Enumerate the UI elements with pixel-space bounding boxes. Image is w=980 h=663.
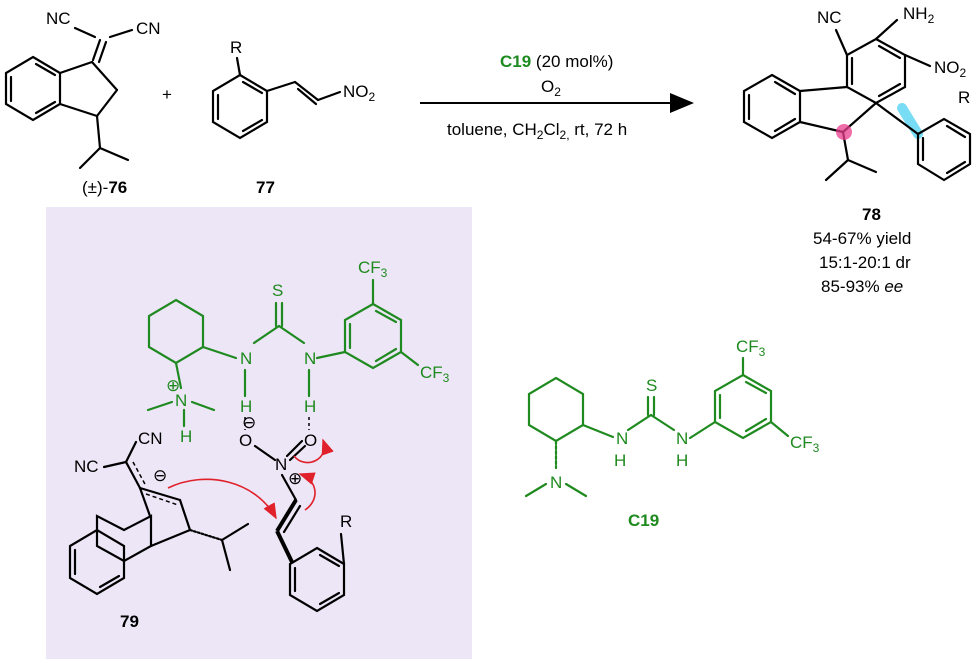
c19-nh-right-label: N <box>676 429 688 448</box>
reactant-77-structure: R NO2 <box>211 38 376 140</box>
c19-h-left-label: H <box>614 451 626 470</box>
c19-nh-left-label: N <box>616 429 628 448</box>
catalyst-c19-label: C19 <box>628 511 659 530</box>
compound-78-label: 78 <box>862 205 881 224</box>
amino-label: NH2 <box>903 4 935 26</box>
ts-ammonium-charge: ⊕ <box>166 376 180 395</box>
compound-number-76: 76 <box>108 178 127 197</box>
nitro-label: NO2 <box>343 82 376 104</box>
compound-79-label: 79 <box>120 612 139 631</box>
reactant-76-structure: NC CN <box>4 9 161 170</box>
catalyst-c19-structure: CF3 CF3 S N H N H N <box>524 337 820 498</box>
ts-oxygen-minus: ⊖ <box>242 413 256 432</box>
product-nitro-label: NO2 <box>934 58 967 80</box>
nc-label: NC <box>46 9 71 28</box>
ts-oxygen-left-label: O <box>239 431 252 450</box>
c19-cf3-top-label: CF3 <box>736 337 766 359</box>
ts-h-left-label: H <box>240 397 252 416</box>
compound-77-label: 77 <box>256 178 275 197</box>
ts-nh-left-label: N <box>240 349 252 368</box>
ts-nitro-plus: ⊕ <box>288 469 302 488</box>
cn-label: CN <box>136 19 161 38</box>
ts-carbanion-charge: ⊖ <box>153 466 167 485</box>
transition-state-79: CF3 CF3 S N N H H N ⊕ H O O <box>68 258 450 613</box>
compound-76-label: (±)-76 <box>82 178 127 197</box>
transition-state-panel <box>46 207 472 659</box>
c19-h-right-label: H <box>676 451 688 470</box>
c19-sulfur-label: S <box>646 376 657 395</box>
product-78-structure: NC NH2 NO2 R <box>742 4 972 182</box>
r-substituent-label: R <box>230 38 242 57</box>
ts-sulfur-label: S <box>272 281 283 300</box>
alkene-electron-arrow <box>298 472 316 511</box>
ts-nitro-n-label: N <box>275 455 287 474</box>
ts-oxygen-right-label: O <box>304 431 317 450</box>
ts-nh-right-label: N <box>304 349 316 368</box>
solvent-condition: toluene, CH2Cl2, rt, 72 h <box>447 120 627 142</box>
ts-r-label: R <box>340 512 352 531</box>
racemic-prefix: (±)- <box>82 178 108 197</box>
catalyst-loading: (20 mol%) <box>531 52 613 71</box>
dr-text: 15:1-20:1 dr <box>819 253 911 272</box>
nucleophilic-attack-arrow <box>167 478 277 520</box>
ts-cn-label: CN <box>138 429 163 448</box>
plus-sign: + <box>162 85 172 104</box>
ts-nc-label: NC <box>74 457 99 476</box>
ts-cf3-top-label: CF3 <box>358 258 388 280</box>
ts-h-right-label: H <box>304 397 316 416</box>
ts-cf3-right-label: CF3 <box>420 363 450 385</box>
ts-ammonium-h-label: H <box>180 427 192 446</box>
oxidant-condition: O2 <box>541 77 561 99</box>
yield-text: 54-67% yield <box>813 229 911 248</box>
nitro-electron-arrow <box>293 438 334 464</box>
product-cn-label: NC <box>817 8 842 27</box>
product-r-label: R <box>958 88 970 107</box>
c19-amine-n-label: N <box>550 473 562 492</box>
catalyst-name: C19 <box>500 52 531 71</box>
axial-bond-highlight <box>897 103 923 139</box>
c19-cf3-right-label: CF3 <box>790 433 820 455</box>
ee-text: 85-93% ee <box>821 277 903 296</box>
catalyst-condition: C19 (20 mol%) <box>500 52 613 71</box>
stereocenter-highlight <box>836 124 852 140</box>
ts-ammonium-n-label: N <box>175 391 187 410</box>
